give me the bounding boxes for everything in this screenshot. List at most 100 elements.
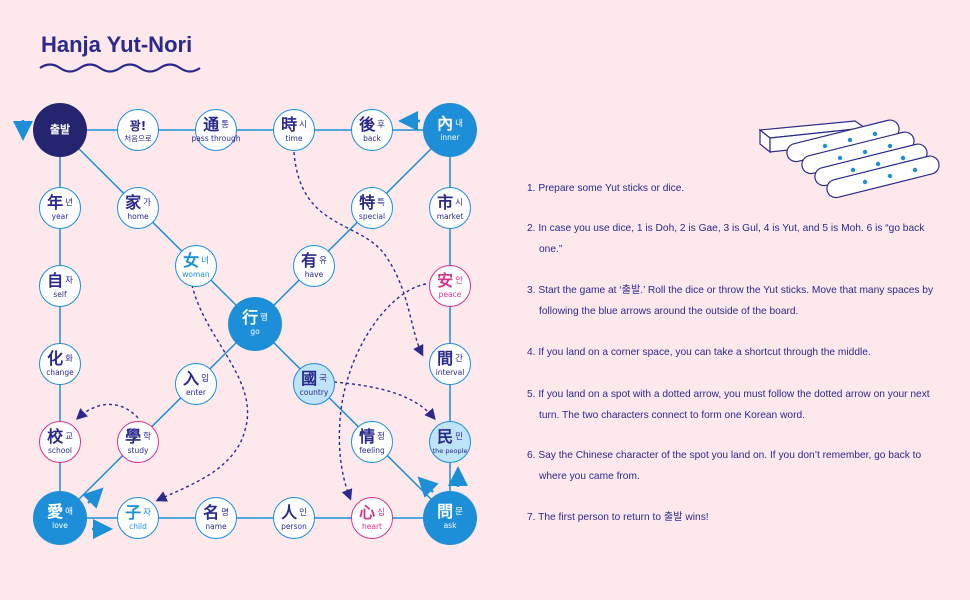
space-korean: 시 <box>455 198 463 208</box>
space-meaning: ask <box>443 521 457 530</box>
space-hanja: 名 <box>203 503 220 522</box>
rule-item: 7. The first person to return to 출발 wins… <box>527 512 709 523</box>
space-hanja: 子 <box>125 503 142 522</box>
space-kwang[interactable]: 꽝! 처음으로 <box>117 109 159 151</box>
space-korean: 국 <box>319 374 327 384</box>
space-korean: 입 <box>201 374 209 384</box>
space-hanja: 女 <box>183 251 200 270</box>
space-meaning: person <box>281 522 307 531</box>
space-hanja: 間 <box>437 349 454 368</box>
space-meaning: home <box>127 212 149 221</box>
space-korean: 자 <box>143 508 151 518</box>
space-korean: 내 <box>455 119 463 129</box>
space-korean: 년 <box>65 198 73 208</box>
start-space[interactable]: 출발 <box>33 103 87 157</box>
space-meaning: school <box>47 446 73 455</box>
space-korean: 특 <box>377 198 385 208</box>
space-hanja: 民 <box>437 427 454 446</box>
space-meaning: feeling <box>359 446 385 455</box>
space-hanja: 自 <box>47 271 64 290</box>
space-hanja: 꽝! <box>129 119 147 133</box>
space-meaning: inner <box>440 133 460 142</box>
space-meaning: 처음으로 <box>124 134 152 143</box>
space-korean: 학 <box>143 432 151 442</box>
space-korean: 교 <box>65 432 73 442</box>
space-hanja: 內 <box>437 114 454 133</box>
space-korean: 애 <box>65 507 73 517</box>
space-korean: 심 <box>377 508 385 518</box>
rule-item: 5. If you land on a spot with a dotted a… <box>527 389 930 421</box>
space-meaning: self <box>53 290 67 299</box>
space-hanja: 情 <box>359 427 376 446</box>
space-meaning: child <box>129 522 147 531</box>
space-meaning: year <box>51 212 69 221</box>
space-korean: 문 <box>455 507 463 517</box>
space-hanja: 市 <box>437 193 454 212</box>
page-title: Hanja Yut-Nori <box>41 32 193 57</box>
space-hanja: 年 <box>47 193 64 212</box>
space-hanja: 國 <box>301 369 318 388</box>
space-hanja: 通 <box>203 115 220 134</box>
space-hanja: 人 <box>281 503 298 522</box>
space-korean: 행 <box>260 313 268 323</box>
space-korean: 통 <box>221 120 229 130</box>
space-hanja: 特 <box>359 193 376 212</box>
space-meaning: interval <box>435 368 465 377</box>
rule-item: 4. If you land on a corner space, you ca… <box>527 347 871 358</box>
space-meaning: time <box>285 134 303 143</box>
rule-item: 3. Start the game at ‘출발.’ Roll the dice… <box>527 285 934 317</box>
space-meaning: love <box>52 521 68 530</box>
space-meaning: special <box>358 212 386 221</box>
title-wave-underline <box>39 63 201 73</box>
space-meaning: enter <box>185 388 206 397</box>
space-korean: 인 <box>299 508 307 518</box>
space-hanja: 愛 <box>47 502 64 521</box>
space-hanja: 化 <box>47 349 64 368</box>
space-meaning: name <box>205 522 227 531</box>
start-label: 출발 <box>49 123 71 136</box>
space-meaning: go <box>250 327 260 336</box>
space-korean: 자 <box>65 276 73 286</box>
space-meaning: back <box>363 134 381 143</box>
space-meaning: change <box>46 368 74 377</box>
space-hanja: 心 <box>359 503 376 522</box>
space-hanja: 行 <box>242 308 259 327</box>
space-meaning: pass through <box>191 134 241 143</box>
space-meaning: peace <box>438 290 462 299</box>
space-hanja: 有 <box>301 251 318 270</box>
rule-item: 6. Say the Chinese character of the spot… <box>527 450 922 482</box>
space-meaning: heart <box>362 522 382 531</box>
space-korean: 녀 <box>201 256 209 266</box>
space-korean: 유 <box>319 256 327 266</box>
rule-item: 2. In case you use dice, 1 is Doh, 2 is … <box>527 223 925 255</box>
space-meaning: have <box>304 270 324 279</box>
space-korean: 간 <box>455 354 463 364</box>
